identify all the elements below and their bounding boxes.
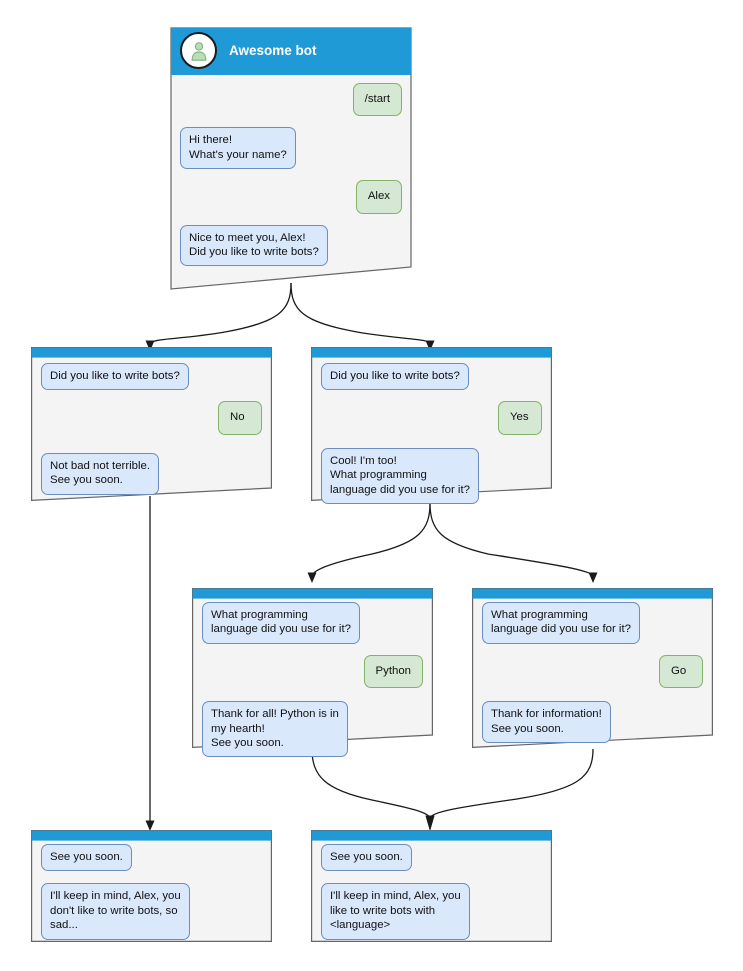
user-message-bubble[interactable]: No bbox=[218, 401, 262, 435]
bot-message-bubble[interactable]: What programming language did you use fo… bbox=[482, 602, 640, 644]
message-row: What programming language did you use fo… bbox=[202, 602, 423, 644]
message-row: No bbox=[41, 401, 262, 435]
chat-header-bar bbox=[192, 588, 433, 598]
message-row: Thank for information! See you soon. bbox=[482, 701, 703, 744]
chat-body-root: /start Hi there! What's your name? Alex … bbox=[170, 74, 412, 267]
user-message-bubble[interactable]: Go bbox=[659, 654, 703, 689]
node-content-root: Awesome bot /start Hi there! What's your… bbox=[170, 27, 412, 277]
node-content-yes-branch: Did you like to write bots? Yes Cool! I'… bbox=[311, 347, 552, 515]
edge-go-to-end-happy bbox=[425, 748, 594, 831]
bot-name-title: Awesome bot bbox=[229, 43, 317, 58]
chat-node-root[interactable]: Awesome bot /start Hi there! What's your… bbox=[170, 27, 412, 290]
chat-header-bar bbox=[31, 347, 272, 357]
chat-header-root: Awesome bot bbox=[170, 27, 412, 74]
bot-message-bubble[interactable]: See you soon. bbox=[321, 844, 412, 872]
chat-node-go-branch[interactable]: What programming language did you use fo… bbox=[472, 588, 713, 748]
bot-message-bubble[interactable]: I'll keep in mind, Alex, you don't like … bbox=[41, 883, 190, 940]
message-row: Did you like to write bots? bbox=[321, 363, 542, 391]
chat-node-no-branch[interactable]: Did you like to write bots? No Not bad n… bbox=[31, 347, 272, 501]
chat-header-bar bbox=[311, 347, 552, 357]
edge-root-to-no bbox=[145, 282, 292, 351]
bot-message-bubble[interactable]: Nice to meet you, Alex! Did you like to … bbox=[180, 224, 328, 267]
chat-header-bar bbox=[31, 830, 272, 840]
message-row: Python bbox=[202, 654, 423, 689]
bot-message-bubble[interactable]: Hi there! What's your name? bbox=[180, 127, 296, 170]
bot-message-bubble[interactable]: Thank for information! See you soon. bbox=[482, 701, 611, 744]
message-row: Go bbox=[482, 654, 703, 689]
node-content-go-branch: What programming language did you use fo… bbox=[472, 588, 713, 754]
bot-message-bubble[interactable]: Thank for all! Python is in my hearth! S… bbox=[202, 701, 348, 758]
bot-message-bubble[interactable]: Did you like to write bots? bbox=[321, 363, 469, 391]
edge-no-to-end-sad bbox=[145, 496, 155, 831]
node-content-end-sad: See you soon. I'll keep in mind, Alex, y… bbox=[31, 830, 272, 951]
message-row: I'll keep in mind, Alex, you like to wri… bbox=[321, 883, 542, 940]
message-row: Nice to meet you, Alex! Did you like to … bbox=[180, 224, 402, 267]
message-row: Cool! I'm too! What programming language… bbox=[321, 447, 542, 505]
chat-body-end-happy: See you soon. I'll keep in mind, Alex, y… bbox=[311, 840, 552, 940]
chat-body-go-branch: What programming language did you use fo… bbox=[472, 598, 713, 744]
message-row: Did you like to write bots? bbox=[41, 363, 262, 391]
user-message-bubble[interactable]: /start bbox=[352, 83, 402, 117]
bot-message-bubble[interactable]: Not bad not terrible. See you soon. bbox=[41, 452, 160, 495]
user-message-bubble[interactable]: Yes bbox=[498, 401, 542, 435]
chat-body-no-branch: Did you like to write bots? No Not bad n… bbox=[31, 357, 272, 495]
chat-node-yes-branch[interactable]: Did you like to write bots? Yes Cool! I'… bbox=[311, 347, 552, 505]
message-row: I'll keep in mind, Alex, you don't like … bbox=[41, 883, 262, 940]
message-row: Alex bbox=[180, 180, 402, 214]
message-row: Not bad not terrible. See you soon. bbox=[41, 452, 262, 495]
node-content-no-branch: Did you like to write bots? No Not bad n… bbox=[31, 347, 272, 506]
message-row: Yes bbox=[321, 401, 542, 435]
chat-body-end-sad: See you soon. I'll keep in mind, Alex, y… bbox=[31, 840, 272, 940]
chat-body-python-branch: What programming language did you use fo… bbox=[192, 598, 433, 758]
chat-header-bar bbox=[472, 588, 713, 598]
chat-node-end-sad[interactable]: See you soon. I'll keep in mind, Alex, y… bbox=[31, 830, 272, 942]
bot-message-bubble[interactable]: I'll keep in mind, Alex, you like to wri… bbox=[321, 883, 470, 940]
chat-node-python-branch[interactable]: What programming language did you use fo… bbox=[192, 588, 433, 758]
message-row: /start bbox=[180, 83, 402, 117]
bot-message-bubble[interactable]: Did you like to write bots? bbox=[41, 363, 189, 391]
chat-node-end-happy[interactable]: See you soon. I'll keep in mind, Alex, y… bbox=[311, 830, 552, 942]
bot-message-bubble[interactable]: Cool! I'm too! What programming language… bbox=[321, 447, 479, 505]
chat-header-bar bbox=[311, 830, 552, 840]
user-message-bubble[interactable]: Python bbox=[363, 654, 423, 689]
message-row: See you soon. bbox=[41, 844, 262, 872]
chat-body-yes-branch: Did you like to write bots? Yes Cool! I'… bbox=[311, 357, 552, 505]
message-row: What programming language did you use fo… bbox=[482, 602, 703, 644]
bot-message-bubble[interactable]: What programming language did you use fo… bbox=[202, 602, 360, 644]
edge-root-to-yes bbox=[290, 282, 435, 351]
bot-message-bubble[interactable]: See you soon. bbox=[41, 844, 132, 872]
node-content-end-happy: See you soon. I'll keep in mind, Alex, y… bbox=[311, 830, 552, 951]
message-row: See you soon. bbox=[321, 844, 542, 872]
person-avatar-icon bbox=[180, 32, 217, 69]
node-content-python-branch: What programming language did you use fo… bbox=[192, 588, 433, 768]
message-row: Hi there! What's your name? bbox=[180, 127, 402, 170]
user-message-bubble[interactable]: Alex bbox=[355, 180, 402, 214]
message-row: Thank for all! Python is in my hearth! S… bbox=[202, 701, 423, 758]
